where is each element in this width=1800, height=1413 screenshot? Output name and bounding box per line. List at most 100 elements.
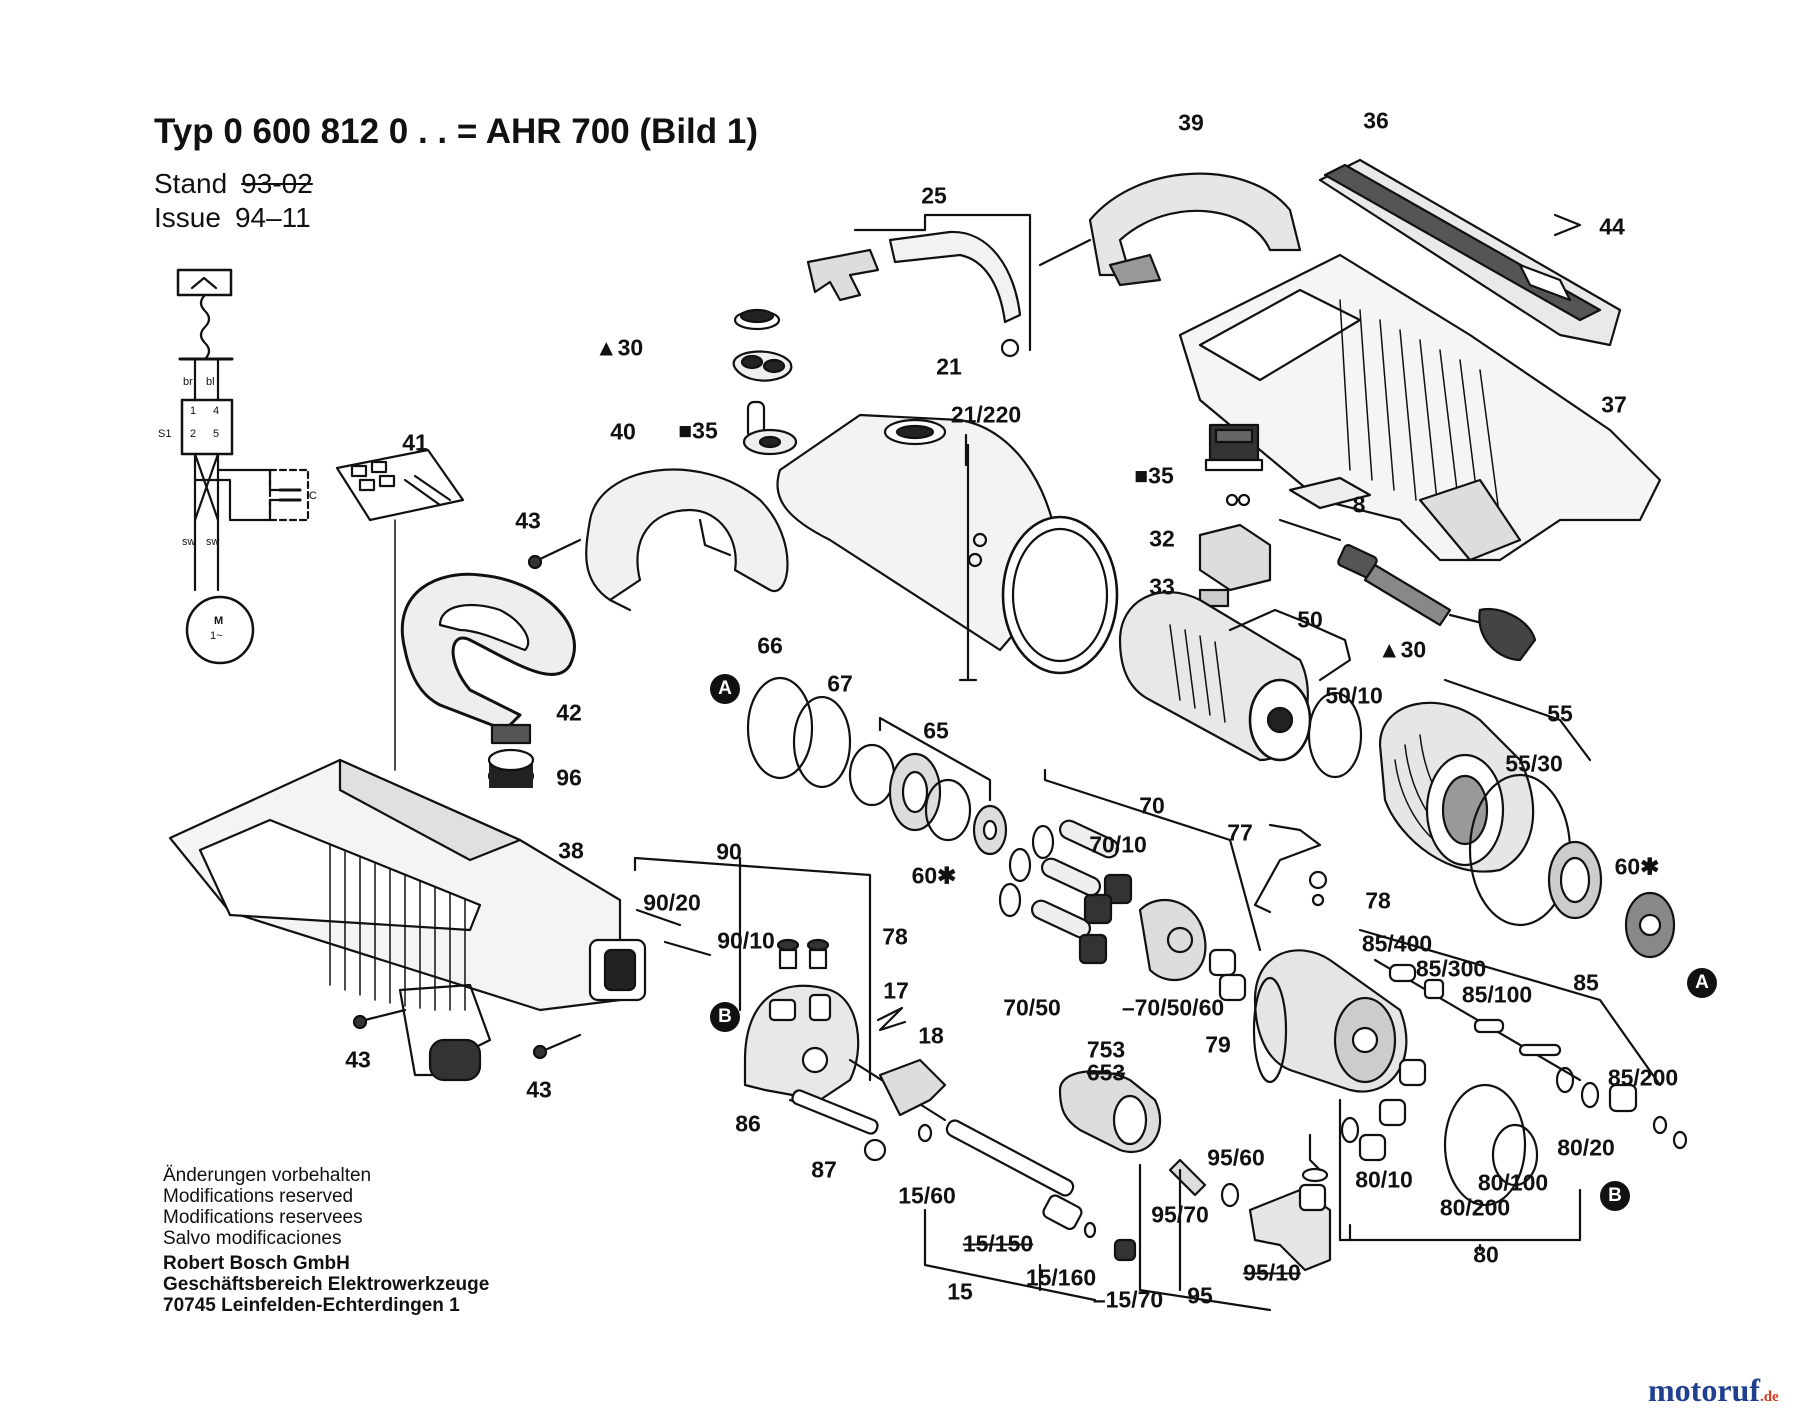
part-55-fan-housing [1378, 678, 1676, 959]
part-label-85-100: 85/100 [1461, 981, 1533, 1008]
part-label-60-b: 60✱ [1614, 853, 1660, 880]
part-86-cylinder [633, 856, 947, 1162]
part-label-70-10: 70/10 [1089, 831, 1147, 858]
part-label-90-20: 90/20 [643, 889, 701, 916]
part-label-15-60: 15/60 [898, 1182, 956, 1209]
part-label-55: 55 [1547, 700, 1573, 727]
motor-sub-label: 1~ [210, 630, 223, 642]
part-label-44: 44 [1599, 213, 1625, 240]
brand-logo: motoruf.de [1648, 1372, 1779, 1409]
part-label-80-100: 80/100 [1477, 1169, 1549, 1196]
part-label-80: 80 [1473, 1241, 1499, 1268]
part-label-50-10: 50/10 [1325, 682, 1383, 709]
wiring-capacitor-label: C [309, 490, 317, 502]
part-32-holder [1198, 523, 1272, 592]
part-label-41: 41 [402, 429, 428, 456]
footer-line-2: Modifications reserved [163, 1186, 354, 1207]
power-cable [1278, 518, 1537, 662]
part-label-86: 86 [735, 1110, 761, 1137]
part-17-spring [876, 1006, 907, 1032]
part-label-15: 15 [947, 1278, 973, 1305]
footer-company: Robert Bosch GmbH [163, 1253, 350, 1274]
part-35-switch [1204, 423, 1264, 507]
footer-line-4: Salvo modificaciones [163, 1228, 342, 1249]
page-title: Typ 0 600 812 0 . . = AHR 700 (Bild 1) [154, 112, 759, 151]
marker-b-left: B [710, 1002, 740, 1032]
part-label-50: 50 [1297, 606, 1323, 633]
part-label-70-50-60: –70/50/60 [1121, 994, 1225, 1021]
wiring-switch-label: S1 [158, 428, 172, 440]
part-label-43-c: 43 [526, 1076, 552, 1103]
part-8-plate [1288, 476, 1372, 510]
part-label-70: 70 [1139, 792, 1165, 819]
wiring-terminal-2: 2 [190, 428, 197, 440]
part-70-rotor [998, 768, 1262, 1002]
issue-line: Issue 94–11 [154, 202, 311, 234]
part-label-95-60: 95/60 [1207, 1144, 1265, 1171]
part-label-55-30: 55/30 [1505, 750, 1563, 777]
stand-line: Stand 93-02 [154, 168, 313, 200]
wiring-wire-br: br [183, 376, 193, 388]
wiring-wire-bl: bl [206, 376, 215, 388]
part-label-17: 17 [883, 977, 909, 1004]
footer-line-3: Modifications reservees [163, 1207, 363, 1228]
part-41-label-plate [335, 448, 465, 771]
wiring-wire-sw-right: sw [206, 536, 220, 548]
wiring-terminal-1: 1 [190, 405, 197, 417]
marker-b-right: B [1600, 1181, 1630, 1211]
marker-a-right: A [1687, 968, 1717, 998]
part-label-39: 39 [1178, 109, 1204, 136]
rings-66-67-65 [746, 676, 1008, 856]
part-label-95-10: 95/10 [1243, 1259, 1301, 1286]
part-25-cable-guide [806, 213, 1032, 358]
part-label-66: 66 [757, 632, 783, 659]
marker-a-left: A [710, 674, 740, 704]
part-label-40: 40 [610, 418, 636, 445]
part-label-38: 38 [558, 837, 584, 864]
part-label-78-b: 78 [882, 923, 908, 950]
stand-value: 93-02 [241, 168, 313, 199]
part-18-lever [878, 1058, 947, 1117]
footer-line-1: Änderungen vorbehalten [163, 1165, 372, 1186]
part-95-coupling [1138, 1158, 1332, 1312]
stand-label: Stand [154, 168, 228, 199]
part-38-housing [168, 758, 647, 1082]
part-label-21-220: 21/220 [950, 401, 1022, 428]
part-label-43-a: 43 [515, 507, 541, 534]
part-label-60-a: 60✱ [911, 862, 957, 889]
part-label-95: 95 [1187, 1282, 1213, 1309]
part-79-pump-block [1252, 823, 1688, 1242]
part-label-32: 32 [1149, 525, 1175, 552]
part-label-95-70: 95/70 [1151, 1201, 1209, 1228]
issue-label: Issue [154, 202, 221, 233]
part-label-80-20: 80/20 [1557, 1134, 1615, 1161]
part-753-cap [1058, 1070, 1162, 1153]
footer-address: 70745 Leinfelden-Echterdingen 1 [163, 1295, 460, 1316]
wiring-schematic [176, 268, 310, 665]
part-label-67: 67 [827, 670, 853, 697]
part-label-90: 90 [716, 838, 742, 865]
part-label-15-70: –15/70 [1092, 1286, 1164, 1313]
part-40-guard [585, 468, 789, 612]
part-label-35-b: ■35 [1134, 462, 1174, 489]
part-label-96: 96 [556, 764, 582, 791]
part-label-653: 653 [1086, 1059, 1126, 1086]
part-label-18: 18 [918, 1022, 944, 1049]
part-15-lance [917, 1119, 1137, 1302]
part-label-80-10: 80/10 [1355, 1166, 1413, 1193]
part-label-85-400: 85/400 [1361, 930, 1433, 957]
part-label-33: 33 [1149, 573, 1175, 600]
issue-value: 94–11 [234, 202, 311, 233]
part-label-35-a: ■35 [678, 417, 718, 444]
part-label-65: 65 [923, 717, 949, 744]
part-33-clip [1198, 588, 1230, 608]
part-label-15-150: 15/150 [962, 1230, 1034, 1257]
part-label-90-10: 90/10 [717, 927, 775, 954]
part-21-motor-housing [776, 413, 1119, 682]
screws-43 [352, 538, 582, 1060]
part-label-30-a: ▲30 [594, 334, 644, 361]
brand-name: motoruf [1648, 1372, 1760, 1408]
part-label-85: 85 [1573, 969, 1599, 996]
part-42-handle [400, 572, 576, 788]
